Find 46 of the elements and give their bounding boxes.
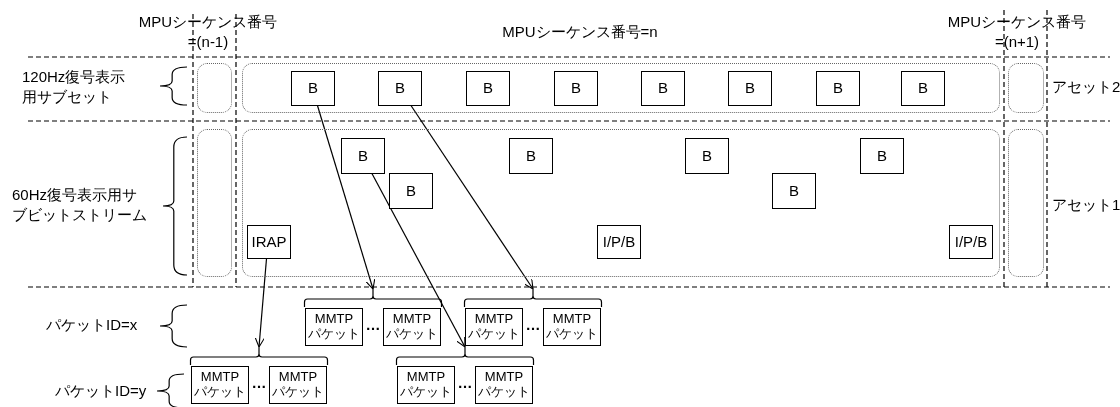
packet-box: MMTP パケット xyxy=(305,308,363,346)
packet-group xyxy=(190,347,328,404)
ellipsis: … xyxy=(524,315,542,335)
packet-box: MMTP パケット xyxy=(191,366,249,404)
packet-group xyxy=(304,289,442,346)
packet-box: MMTP パケット xyxy=(383,308,441,346)
frame-box: B xyxy=(389,173,433,209)
arrow xyxy=(371,172,466,348)
sequence-number-label: MPUシーケンス番号 =(n+1) xyxy=(946,12,1088,53)
arrow xyxy=(410,104,534,290)
frame-box: B xyxy=(816,71,860,106)
row-label: 120Hz復号表示用サブセット xyxy=(22,67,127,108)
packet-id-label: パケットID=x xyxy=(46,315,138,335)
frame-box: B xyxy=(509,138,553,174)
frame-box: B xyxy=(554,71,598,106)
frame-box: B xyxy=(341,138,385,174)
packet-box: MMTP パケット xyxy=(475,366,533,404)
frame-box: IRAP xyxy=(247,225,291,259)
frame-box: I/P/B xyxy=(597,225,641,259)
packet-group xyxy=(464,289,602,346)
packet-id-label: パケットID=y xyxy=(55,381,147,401)
arrow xyxy=(254,257,268,348)
frame-box: B xyxy=(685,138,729,174)
frame-box: I/P/B xyxy=(949,225,993,259)
packet-box: MMTP パケット xyxy=(543,308,601,346)
packet-box: MMTP パケット xyxy=(397,366,455,404)
packet-box: MMTP パケット xyxy=(269,366,327,404)
frame-box: B xyxy=(291,71,335,106)
ellipsis: … xyxy=(456,373,474,393)
frame-box: B xyxy=(772,173,816,209)
sequence-number-label: MPUシーケンス番号=n xyxy=(501,22,659,42)
frame-box: B xyxy=(466,71,510,106)
row-label: 60Hz復号表示用サブビットストリーム xyxy=(12,185,148,226)
frame-box: B xyxy=(860,138,904,174)
asset-label: アセット2 xyxy=(1052,77,1120,97)
sequence-number-label: MPUシーケンス番号 =(n-1) xyxy=(137,12,279,53)
ellipsis: … xyxy=(364,315,382,335)
arrow xyxy=(316,104,376,290)
ellipsis: … xyxy=(250,373,268,393)
packet-box: MMTP パケット xyxy=(465,308,523,346)
frame-box: B xyxy=(641,71,685,106)
asset-label: アセット1 xyxy=(1052,195,1120,215)
frame-box: B xyxy=(728,71,772,106)
frame-box: B xyxy=(901,71,945,106)
frame-box: B xyxy=(378,71,422,106)
packet-group xyxy=(396,347,534,404)
